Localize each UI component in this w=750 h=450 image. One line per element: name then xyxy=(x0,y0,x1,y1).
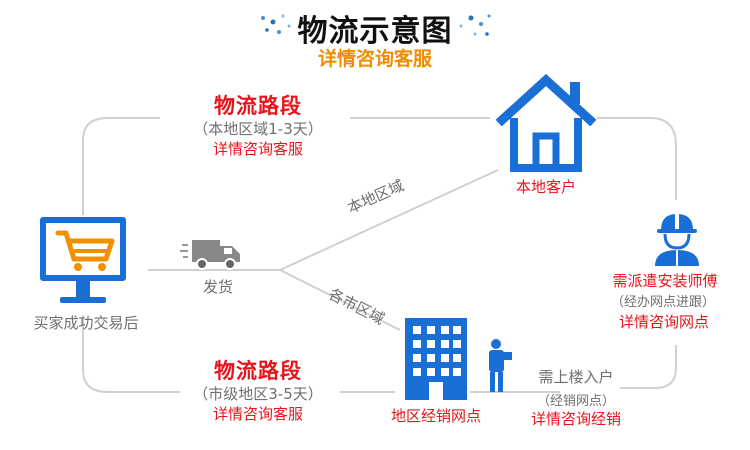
branch-local-line xyxy=(279,169,499,271)
page-subtitle: 详情咨询客服 xyxy=(317,48,433,70)
title-decoration-left-icon xyxy=(255,12,295,44)
top-route-contact: 详情咨询客服 xyxy=(212,140,304,158)
local-customer-label: 本地客户 xyxy=(515,178,577,196)
branch-city-line xyxy=(279,269,401,331)
bottom-route-scope: （市级地区3-5天） xyxy=(193,385,323,403)
dealer-label: 地区经销网点 xyxy=(390,407,482,425)
installer-delivery-connector xyxy=(620,345,677,389)
installer-line1: 需派遣安装师傅 xyxy=(612,272,718,290)
top-route-heading: 物流路段 xyxy=(214,94,302,118)
installer-line3: 详情咨询网点 xyxy=(618,313,710,331)
monitor-cart-icon xyxy=(38,215,130,315)
delivery-person-icon xyxy=(486,338,514,396)
installer-worker-icon xyxy=(652,212,702,270)
top-left-connector xyxy=(82,117,160,215)
delivery-line1: 需上楼入户 xyxy=(538,368,614,386)
ship-label: 发货 xyxy=(202,278,234,296)
truck-icon xyxy=(180,236,244,276)
bottom-route-contact: 详情咨询客服 xyxy=(212,405,304,423)
title-decoration-right-icon xyxy=(455,12,495,44)
bottom-route-heading: 物流路段 xyxy=(214,359,302,383)
delivery-line3: 详情咨询经销 xyxy=(530,410,622,428)
page-title: 物流示意图 xyxy=(297,14,453,49)
dealer-building-icon xyxy=(405,318,467,404)
delivery-line2: （经销网点） xyxy=(536,394,616,409)
house-icon xyxy=(494,73,598,178)
top-route-scope: （本地区域1-3天） xyxy=(193,120,323,138)
buyer-label: 买家成功交易后 xyxy=(33,314,139,332)
bottom-left-connector xyxy=(82,315,180,393)
installer-line2: （经办网点进跟） xyxy=(610,295,716,310)
house-installer-connector xyxy=(597,117,677,200)
